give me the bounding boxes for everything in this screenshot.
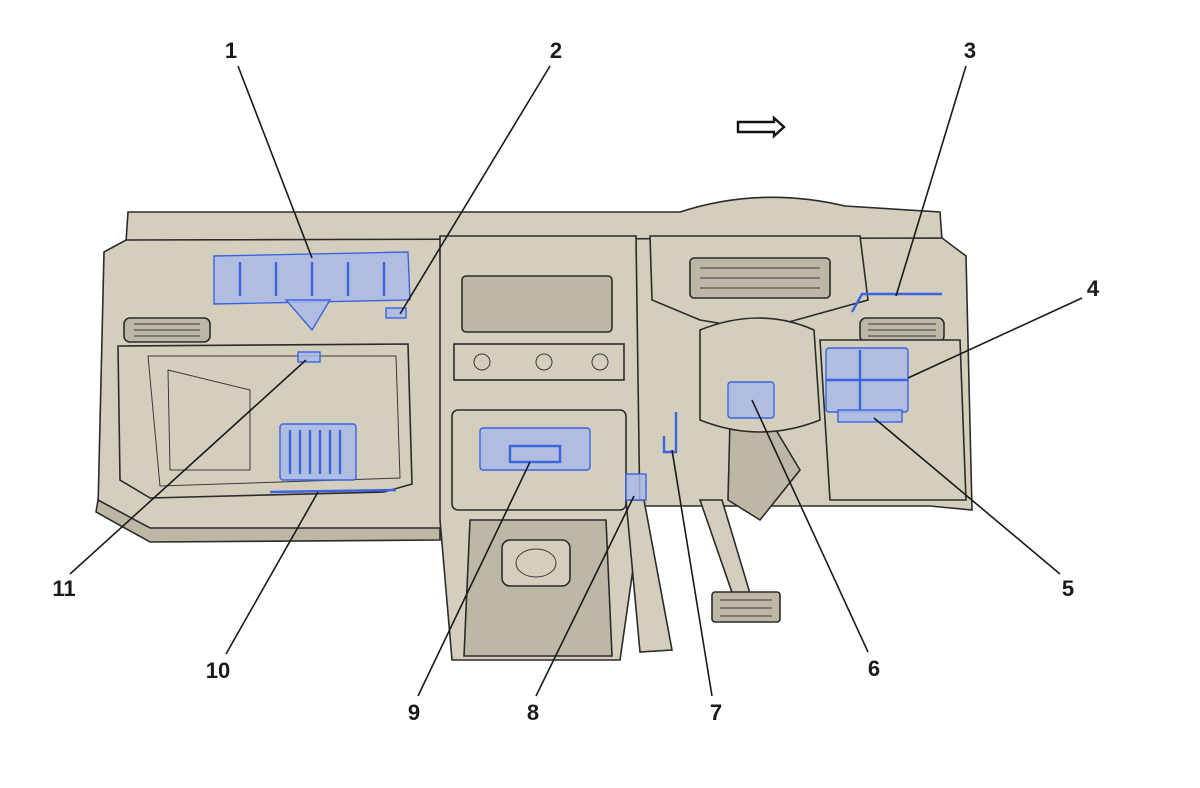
callout-8: 8 [527, 700, 539, 725]
component-1-highlight [213, 251, 411, 332]
leader-10 [225, 491, 319, 655]
component-11-highlight [297, 351, 321, 363]
leader-11 [69, 359, 307, 575]
leader-6 [751, 399, 869, 653]
callout-9: 9 [408, 700, 420, 725]
component-3-highlight [850, 292, 942, 313]
component-5-highlight [837, 409, 903, 423]
leader-1 [237, 65, 313, 259]
dashboard-top-cowl [125, 196, 943, 243]
callout-3: 3 [964, 38, 976, 63]
callout-7: 7 [710, 700, 722, 725]
leader-3 [895, 65, 967, 297]
component-6-highlight [727, 381, 775, 419]
callout-2: 2 [550, 38, 562, 63]
component-10-highlight [269, 423, 397, 494]
brake-pedal-pad [711, 591, 781, 623]
callout-4: 4 [1087, 276, 1100, 301]
leader-5 [873, 417, 1061, 575]
callout-5: 5 [1062, 576, 1074, 601]
component-7-highlight [662, 412, 678, 454]
radio-head-unit [461, 275, 613, 333]
callout-10: 10 [206, 658, 230, 683]
dashboard-lower-lip [95, 498, 441, 543]
leader-2 [399, 65, 551, 315]
callout-6: 6 [868, 656, 880, 681]
highlighted-components [213, 251, 942, 501]
callout-labels: 1 2 3 4 5 6 7 8 9 10 11 [52, 38, 1100, 725]
glove-box [117, 343, 413, 499]
direction-arrow-icon [736, 115, 786, 139]
leader-8 [535, 495, 635, 697]
leader-9 [417, 461, 531, 697]
brake-pedal-arm [698, 499, 754, 605]
floor-console [463, 519, 613, 657]
component-4-highlight [825, 347, 909, 413]
callout-11: 11 [52, 576, 75, 601]
hvac-control-panel [453, 343, 625, 381]
accelerator-pedal [625, 499, 673, 653]
component-2-highlight [385, 307, 407, 319]
cup-holder [501, 539, 571, 587]
leader-lines [69, 65, 1083, 697]
component-8-highlight [625, 473, 647, 501]
leader-4 [907, 297, 1083, 379]
leader-7 [671, 449, 713, 697]
component-9-highlight [479, 427, 591, 471]
callout-1: 1 [225, 38, 237, 63]
